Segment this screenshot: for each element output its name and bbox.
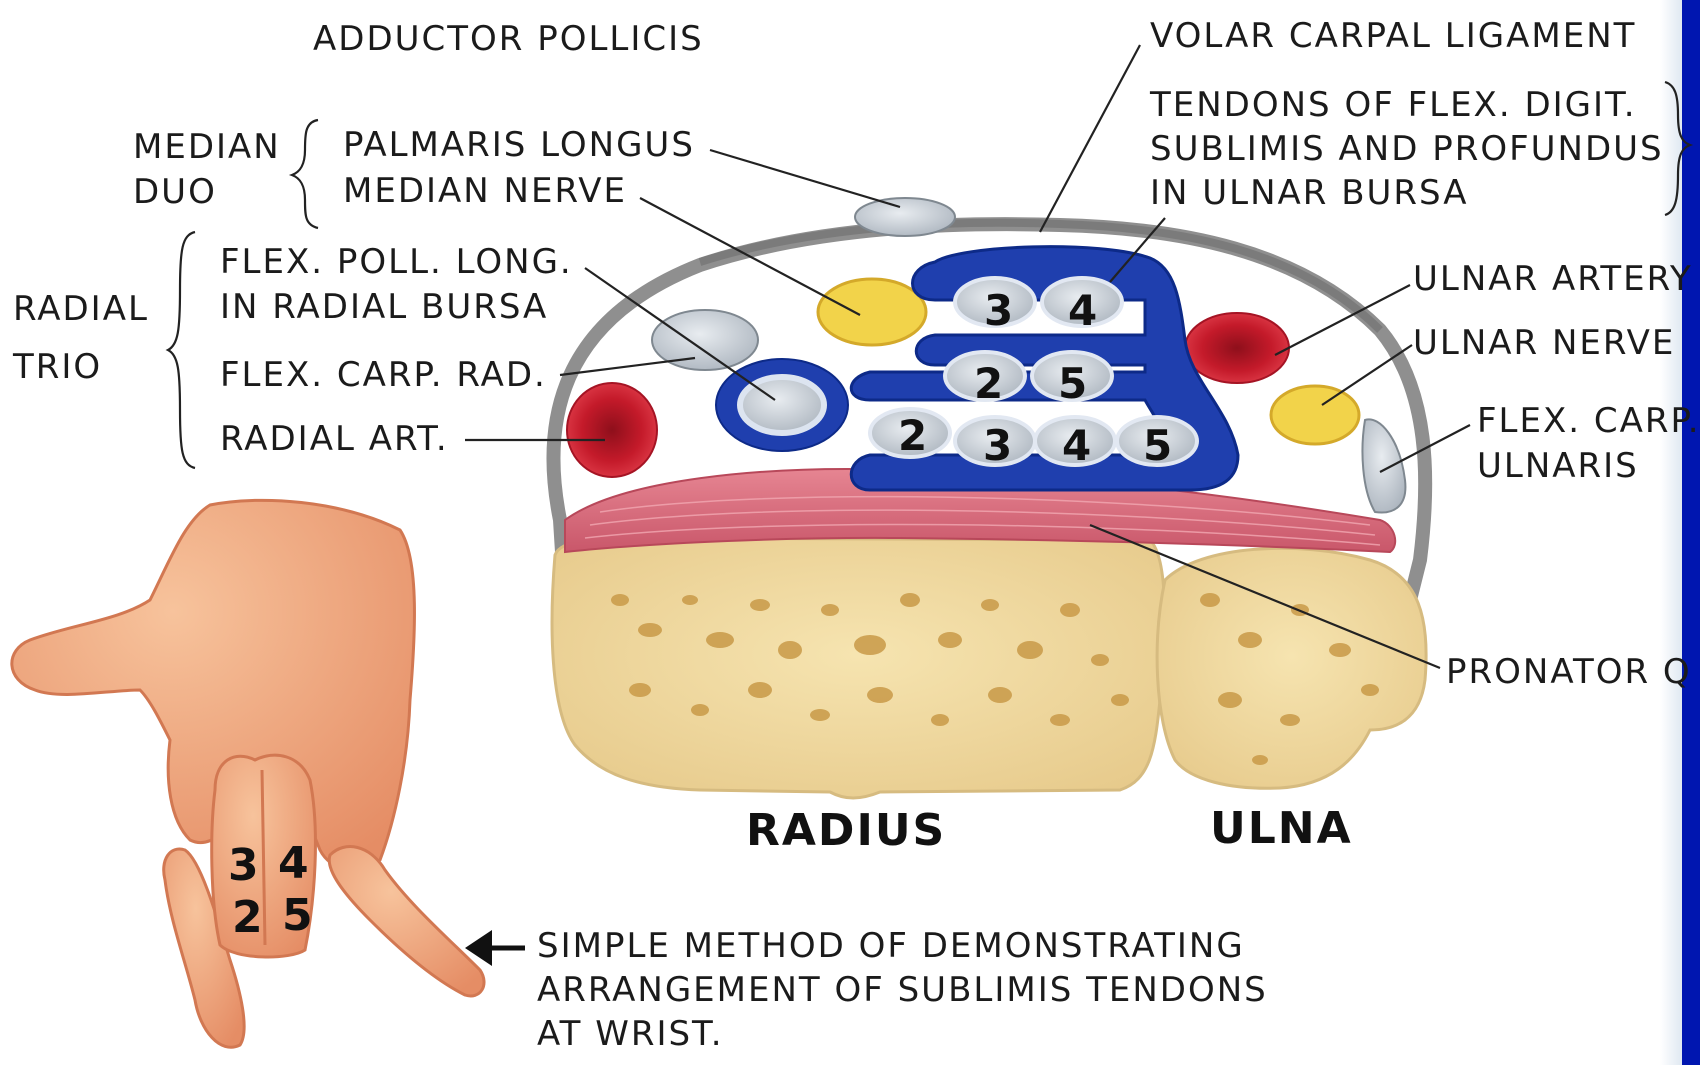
arrow-left-icon xyxy=(465,930,525,966)
hand-illustration xyxy=(12,500,484,1047)
label-volar-carpal-ligament: VOLAR CARPAL LIGAMENT xyxy=(1150,16,1636,56)
label-flex-poll-long-2: IN RADIAL BURSA xyxy=(220,287,548,327)
label-adductor-pollicis: ADDUCTOR POLLICIS xyxy=(313,19,704,59)
label-tendons-2: SUBLIMIS AND PROFUNDUS xyxy=(1150,129,1664,169)
ulnar-nerve xyxy=(1271,386,1359,444)
tendon-number-3-deep: 3 xyxy=(983,421,1012,470)
label-radial-trio-1: RADIAL xyxy=(13,289,149,329)
label-flex-poll-long-1: FLEX. POLL. LONG. xyxy=(220,242,573,282)
tendon-number-2-mid: 2 xyxy=(974,359,1003,408)
tendon-number-5-mid: 5 xyxy=(1058,359,1087,408)
label-ulnar-nerve: ULNAR NERVE xyxy=(1413,323,1675,363)
hand-number-3: 3 xyxy=(228,840,259,891)
label-radial-trio-2: TRIO xyxy=(12,347,102,387)
label-tendons-1: TENDONS OF FLEX. DIGIT. xyxy=(1149,85,1637,125)
hand-number-4: 4 xyxy=(278,838,309,889)
palmaris-longus-tendon xyxy=(855,198,955,236)
label-radius: RADIUS xyxy=(746,805,946,856)
label-ulnar-artery: ULNAR ARTERY xyxy=(1413,259,1693,299)
tendon-number-4-top: 4 xyxy=(1068,286,1097,335)
label-median-duo-2: DUO xyxy=(133,172,217,212)
leader-volar-carpal xyxy=(1040,45,1140,232)
ulnar-artery xyxy=(1185,313,1289,383)
radius-bone xyxy=(552,537,1164,798)
hand-number-2: 2 xyxy=(232,892,263,943)
caption-line-2: ARRANGEMENT OF SUBLIMIS TENDONS xyxy=(537,970,1268,1010)
hand-number-5: 5 xyxy=(282,890,313,941)
leader-palmaris-longus xyxy=(710,150,900,207)
median-nerve xyxy=(818,279,926,345)
brace-median-duo xyxy=(292,120,318,228)
label-flex-carp-ulnaris-2: ULNARIS xyxy=(1477,446,1639,486)
label-flex-carp-rad: FLEX. CARP. RAD. xyxy=(220,355,547,395)
label-flex-carp-ulnaris-1: FLEX. CARP. xyxy=(1477,401,1700,441)
label-median-duo-1: MEDIAN xyxy=(133,127,281,167)
tendon-number-4-deep: 4 xyxy=(1062,421,1091,470)
brace-radial-trio xyxy=(168,232,195,468)
label-radial-art: RADIAL ART. xyxy=(220,419,449,459)
label-palmaris-longus: PALMARIS LONGUS xyxy=(343,125,695,165)
label-ulna: ULNA xyxy=(1210,803,1353,854)
caption-line-1: SIMPLE METHOD OF DEMONSTRATING xyxy=(537,926,1245,966)
brace-tendons xyxy=(1665,82,1690,215)
caption-line-3: AT WRIST. xyxy=(537,1014,724,1054)
ulna-bone xyxy=(1157,548,1426,788)
label-tendons-3: IN ULNAR BURSA xyxy=(1150,173,1469,213)
hand-little-finger xyxy=(329,847,484,996)
tendon-number-2-deep: 2 xyxy=(898,411,927,460)
label-median-nerve: MEDIAN NERVE xyxy=(343,171,627,211)
tendon-number-5-deep: 5 xyxy=(1143,421,1172,470)
label-pronator-q: PRONATOR Q xyxy=(1446,652,1692,692)
tendon-number-3-top: 3 xyxy=(984,286,1013,335)
radial-artery xyxy=(567,383,657,477)
